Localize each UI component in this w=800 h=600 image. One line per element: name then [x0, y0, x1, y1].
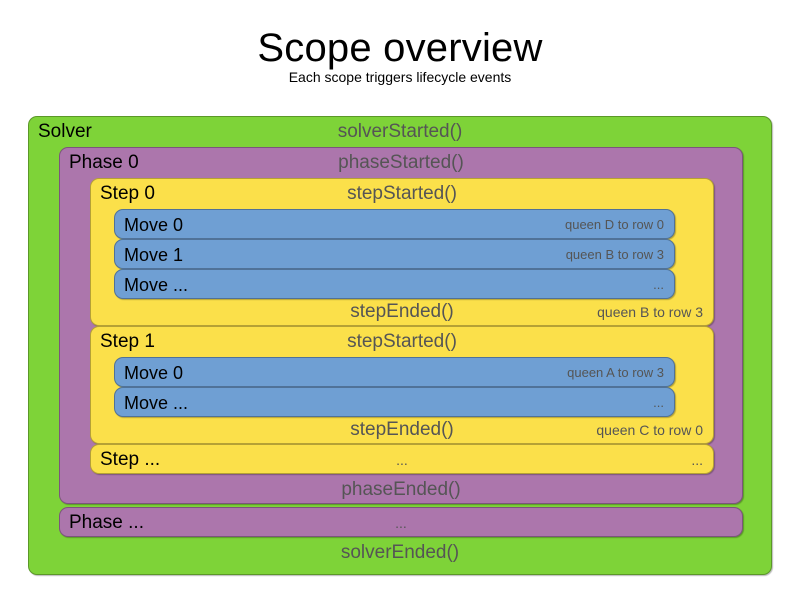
step-0-started-event: stepStarted(): [347, 183, 457, 204]
step-1-started-event: stepStarted(): [347, 331, 457, 352]
move-label: Move ...: [124, 393, 189, 413]
step-1-scope[interactable]: Step 1 stepStarted() Move 0 queen A to r…: [90, 326, 714, 444]
phase-0-scope[interactable]: Phase 0 phaseStarted() Step 0 stepStarte…: [59, 147, 743, 504]
move-detail: queen B to row 3: [565, 247, 664, 262]
move-label: Move 0: [124, 215, 184, 235]
move-label: Move 1: [124, 245, 184, 265]
phase-more-header-row: Phase ... ...: [60, 508, 742, 538]
move-header-row: Move 1 queen B to row 3: [115, 240, 674, 270]
phase-more-label: Phase ...: [69, 512, 144, 533]
phase-0-label: Phase 0: [69, 152, 139, 173]
step-more-header-row: Step ... ... ...: [91, 445, 713, 475]
step-1-label: Step 1: [100, 331, 155, 352]
step-0-footer-row: stepEnded() queen B to row 3: [91, 297, 713, 327]
phase-started-event: phaseStarted(): [338, 152, 464, 173]
move-header-row: Move 0 queen A to row 3: [115, 358, 674, 388]
phase-0-header-row: Phase 0 phaseStarted(): [60, 148, 742, 178]
step-1-header-row: Step 1 stepStarted(): [91, 327, 713, 357]
move-row[interactable]: Move 0 queen D to row 0: [114, 209, 675, 239]
move-header-row: Move ... ...: [115, 270, 674, 300]
move-header-row: Move ... ...: [115, 388, 674, 418]
move-row[interactable]: Move 1 queen B to row 3: [114, 239, 675, 269]
step-more-detail: ...: [691, 452, 703, 468]
solver-header-row: Solver solverStarted(): [29, 117, 771, 147]
page-subtitle: Each scope triggers lifecycle events: [288, 69, 512, 85]
phase-0-footer-row: phaseEnded(): [60, 475, 742, 505]
solver-label: Solver: [38, 121, 92, 142]
step-1-ended-detail: queen C to row 0: [596, 422, 703, 438]
move-detail: ...: [653, 277, 664, 292]
phase-more-event: ...: [395, 515, 407, 531]
solver-ended-event: solverEnded(): [340, 542, 460, 563]
solver-footer-row: solverEnded(): [29, 538, 771, 568]
step-more-event: ...: [396, 452, 408, 468]
move-header-row: Move 0 queen D to row 0: [115, 210, 674, 240]
move-detail: ...: [653, 395, 664, 410]
step-1-ended-event: stepEnded(): [350, 419, 454, 440]
move-label: Move 0: [124, 363, 184, 383]
step-more-label: Step ...: [100, 449, 161, 470]
move-row[interactable]: Move ... ...: [114, 269, 675, 299]
move-label: Move ...: [124, 275, 189, 295]
step-0-ended-event: stepEnded(): [350, 301, 454, 322]
phase-more-scope[interactable]: Phase ... ...: [59, 507, 743, 537]
step-0-ended-detail: queen B to row 3: [597, 304, 703, 320]
move-detail: queen A to row 3: [567, 365, 664, 380]
solver-scope[interactable]: Solver solverStarted() Phase 0 phaseStar…: [28, 116, 772, 575]
page-title: Scope overview: [257, 26, 543, 70]
move-row[interactable]: Move ... ...: [114, 387, 675, 417]
phase-ended-event: phaseEnded(): [341, 479, 461, 500]
step-0-header-row: Step 0 stepStarted(): [91, 179, 713, 209]
step-more-scope[interactable]: Step ... ... ...: [90, 444, 714, 474]
move-row[interactable]: Move 0 queen A to row 3: [114, 357, 675, 387]
move-detail: queen D to row 0: [564, 217, 664, 232]
step-0-label: Step 0: [100, 183, 155, 204]
step-0-scope[interactable]: Step 0 stepStarted() Move 0 queen D to r…: [90, 178, 714, 326]
solver-started-event: solverStarted(): [337, 121, 463, 142]
step-1-footer-row: stepEnded() queen C to row 0: [91, 415, 713, 445]
